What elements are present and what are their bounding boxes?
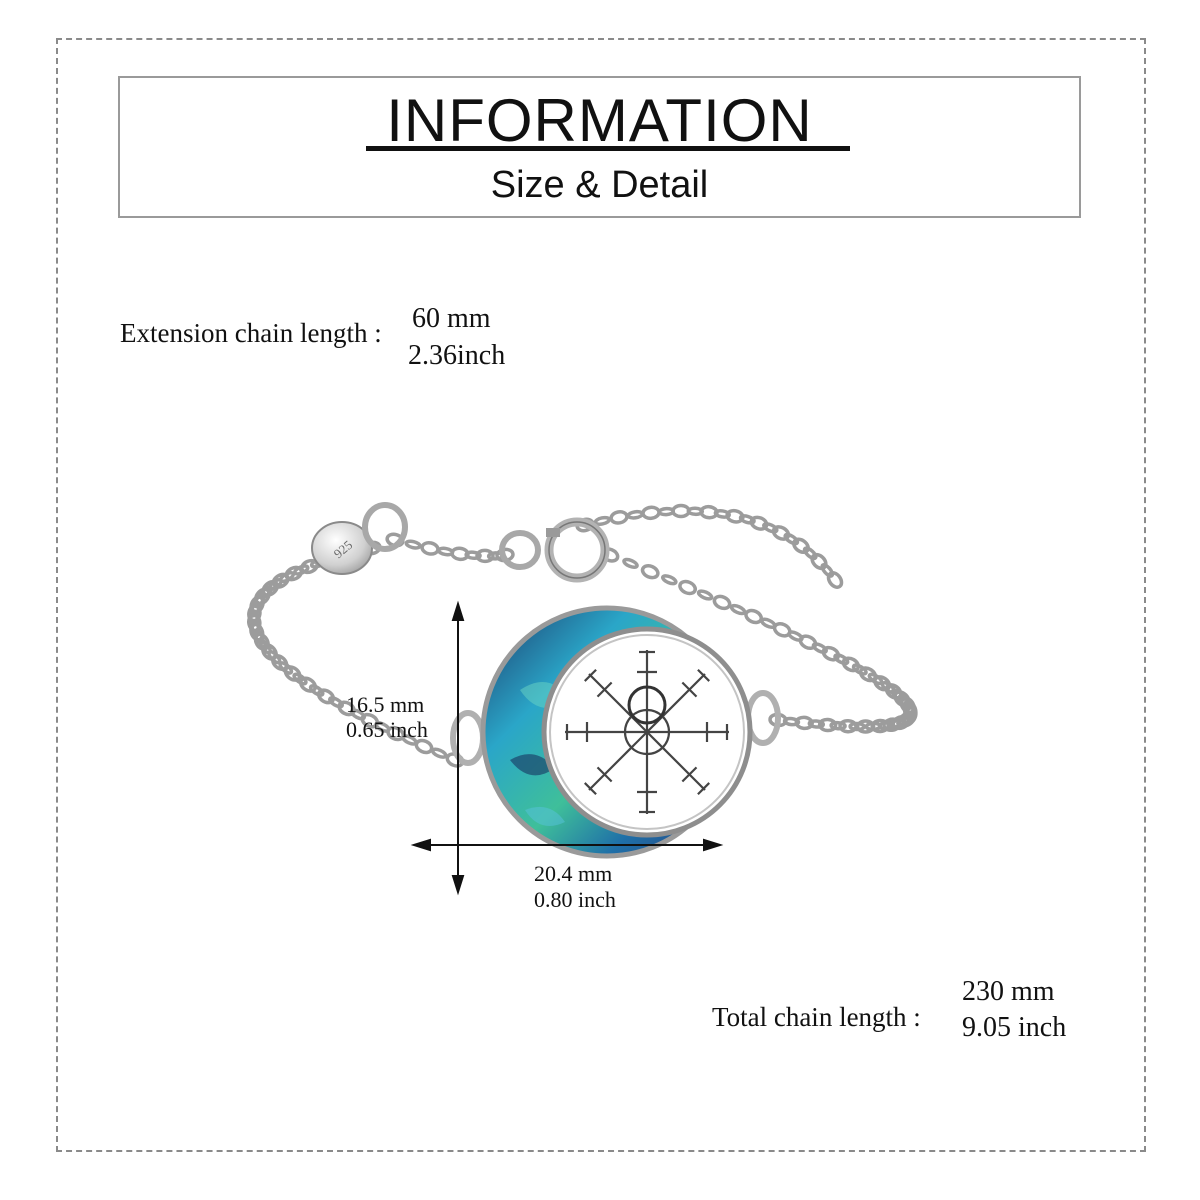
chain-link: [420, 541, 440, 556]
chain-link: [271, 572, 290, 589]
tag-charm: 925: [311, 502, 408, 575]
chain-link: [712, 594, 732, 611]
chain-link: [626, 509, 644, 520]
chain-link: [802, 546, 818, 561]
chain-link: [744, 608, 763, 625]
chain-link: [660, 574, 678, 586]
total-chain-mm: 230 mm: [962, 976, 1055, 1007]
chain-link: [283, 665, 302, 682]
chain-link: [298, 676, 318, 693]
chain-link: [253, 632, 270, 651]
chain-link: [792, 537, 810, 555]
extension-chain-inch: 2.36inch: [408, 340, 506, 371]
chain-link: [404, 539, 422, 550]
total-chain-inch: 9.05 inch: [962, 1012, 1067, 1043]
chain-link: [593, 515, 611, 526]
chain-link: [893, 690, 911, 708]
chain-link: [858, 666, 878, 683]
chain-link: [292, 672, 308, 686]
pendant-width-inch: 0.80 inch: [534, 887, 616, 912]
chain-link: [794, 715, 814, 731]
chain-link: [829, 720, 847, 731]
extension-chain-mm: 60 mm: [412, 303, 491, 334]
chain-link: [249, 622, 265, 642]
height-dimension: [451, 600, 465, 896]
chain-link: [811, 642, 828, 654]
chain-link: [622, 557, 639, 570]
chain-link: [833, 653, 850, 666]
chain-link: [475, 548, 495, 564]
right-jump-ring: [745, 690, 781, 746]
chain-link: [821, 645, 841, 662]
clasp: [499, 517, 610, 583]
chain-link: [807, 719, 826, 729]
chain-link: [870, 718, 890, 734]
chain-link: [641, 505, 661, 521]
compass-disc: [541, 626, 753, 838]
chain-link: [903, 699, 916, 717]
page-title: INFORMATION: [386, 87, 813, 154]
chain-link: [782, 716, 801, 727]
chain-link: [810, 552, 828, 571]
chain-link: [760, 617, 777, 630]
pendant-height-inch: 0.65 inch: [346, 717, 428, 742]
right-chain: [600, 547, 918, 734]
chain-link: [328, 696, 344, 709]
chain-link: [678, 579, 698, 596]
chain-link: [640, 564, 660, 580]
chain-link: [436, 546, 455, 557]
extension-chain: [575, 503, 844, 589]
header-box: INFORMATION Size & Detail: [118, 76, 1081, 218]
chain-link: [841, 656, 861, 673]
chain-link: [820, 563, 835, 578]
width-dimension: [410, 838, 724, 852]
chain-link: [308, 684, 325, 697]
chain-link: [749, 515, 769, 531]
extension-chain-label: Extension chain length :: [120, 318, 382, 348]
chain-link: [725, 508, 745, 524]
total-chain-label: Total chain length :: [712, 1002, 921, 1032]
chain-link: [430, 747, 448, 759]
chain-link: [884, 683, 903, 700]
chain-link: [771, 525, 791, 541]
page-subtitle: Size & Detail: [490, 164, 709, 206]
chain-link: [696, 589, 714, 601]
chain-link: [817, 717, 838, 733]
chain-link: [729, 603, 747, 616]
chain-link: [337, 700, 356, 717]
chain-link: [316, 688, 336, 705]
chain-link: [738, 514, 756, 525]
page-frame: [56, 38, 1146, 1152]
chain-link: [851, 663, 868, 676]
chain-link: [464, 550, 482, 561]
chain-link: [713, 508, 731, 519]
chain-link: [609, 510, 629, 525]
chain-link: [762, 522, 779, 534]
chain-link: [826, 571, 844, 589]
pendant-height-mm: 16.5 mm: [346, 692, 425, 717]
pendant-width-mm: 20.4 mm: [534, 861, 613, 886]
title-underline: [366, 146, 850, 151]
chain-link: [783, 532, 800, 546]
